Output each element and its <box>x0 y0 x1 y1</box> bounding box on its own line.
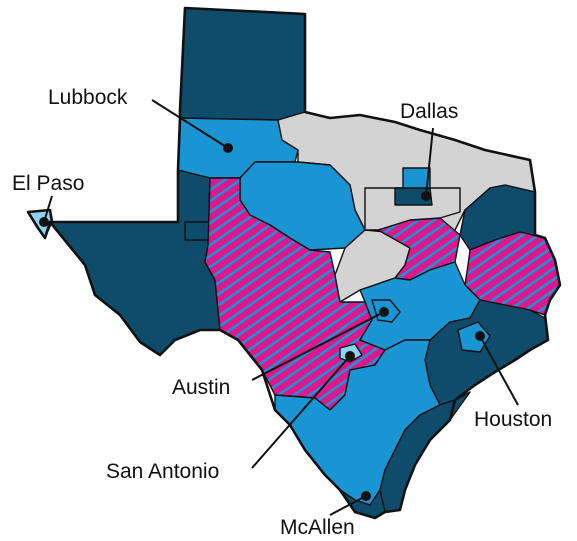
label-el-paso: El Paso <box>12 172 84 195</box>
leader-houston <box>479 335 519 406</box>
texas-outline <box>26 6 562 520</box>
region-far-west <box>49 169 221 356</box>
label-lubbock: Lubbock <box>48 86 128 109</box>
dot-lubbock <box>223 143 233 153</box>
leader-lubbock <box>151 99 229 149</box>
region-dfw-gray <box>364 187 461 231</box>
region-panhandle-north <box>179 7 306 121</box>
label-austin: Austin <box>172 376 230 399</box>
dot-houston <box>475 331 485 341</box>
label-mcallen: McAllen <box>280 516 355 539</box>
leader-dallas <box>425 127 434 197</box>
region-west-box <box>184 221 211 241</box>
leader-austin <box>251 311 385 381</box>
leader-mcallen <box>329 495 367 516</box>
dot-el-paso <box>39 217 49 227</box>
region-dfw-medium <box>402 167 431 189</box>
label-dallas: Dallas <box>400 100 458 123</box>
label-houston: Houston <box>474 408 552 431</box>
dot-austin <box>379 307 389 317</box>
leader-san-antonio <box>251 355 351 469</box>
dot-mcallen <box>361 491 371 501</box>
label-san-antonio: San Antonio <box>106 460 219 483</box>
dot-dallas <box>421 191 431 201</box>
dot-san-antonio <box>345 351 355 361</box>
